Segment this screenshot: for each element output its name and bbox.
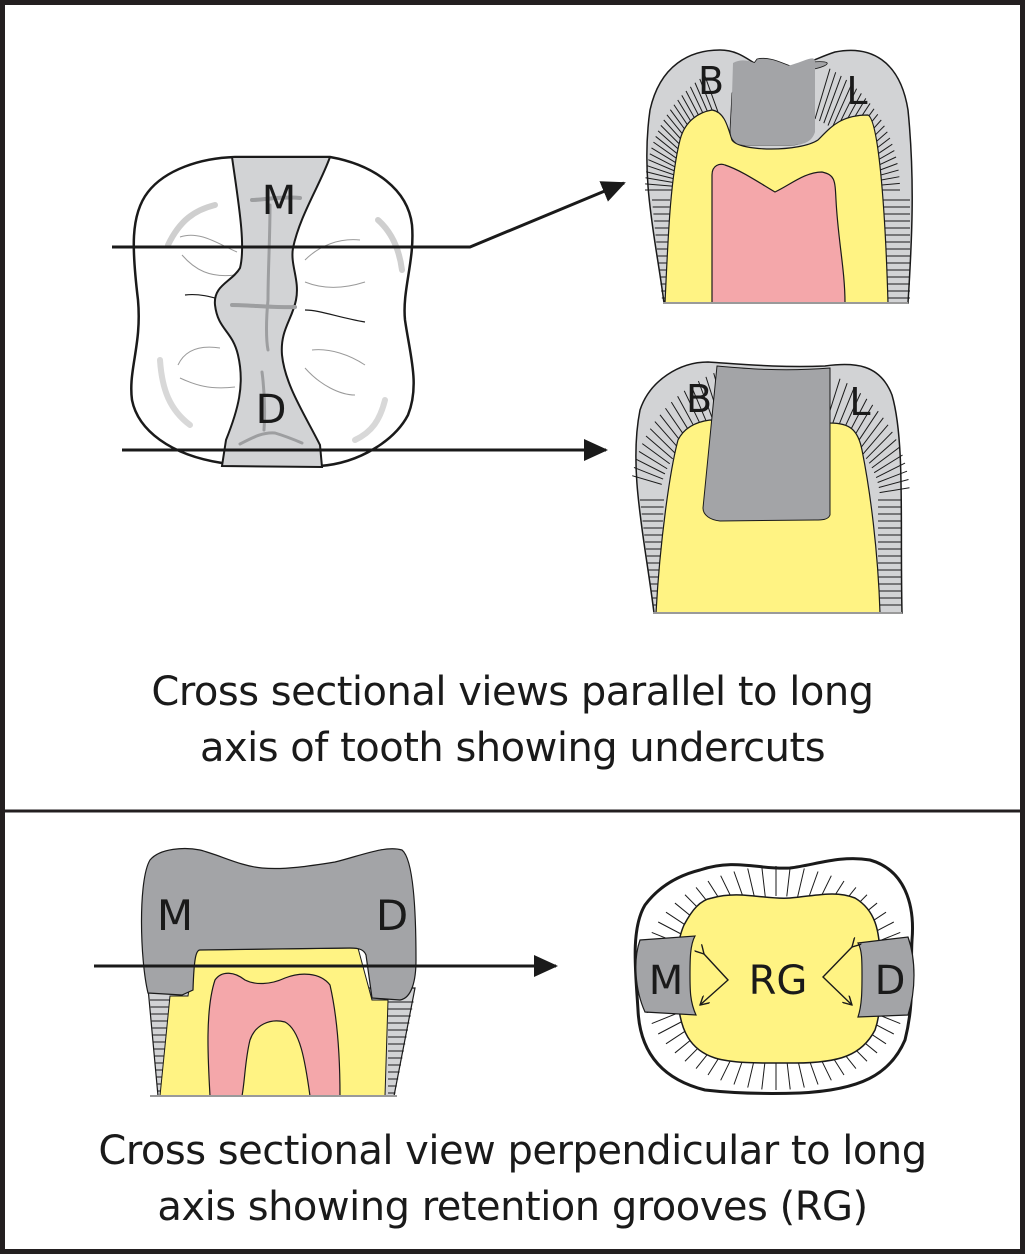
bottom-caption-line-2: axis showing retention grooves (RG)	[157, 1184, 868, 1230]
enamel-rod	[636, 458, 666, 475]
enamel-rod	[875, 462, 906, 478]
enamel-rod	[641, 443, 671, 465]
enamel-rod	[827, 79, 848, 126]
groove-arrow-distal	[822, 947, 852, 1005]
lower-label-buccal: B	[686, 377, 712, 421]
cross-section-upper: B L	[645, 49, 913, 304]
cross-section-lower: B L	[632, 361, 910, 614]
restoration-mesial-transverse	[635, 935, 697, 1016]
enamel-rod	[633, 467, 664, 480]
bottom-caption: Cross sectional view perpendicular to lo…	[0, 1123, 1025, 1235]
lower-label-lingual: L	[849, 380, 870, 424]
restoration-proximal	[140, 848, 417, 1001]
enamel-rod	[690, 385, 709, 427]
enamel-rod	[649, 153, 679, 170]
enamel-rod	[877, 470, 908, 483]
occlusal-restoration	[213, 156, 332, 469]
top-caption-line-2: axis of tooth showing undercuts	[199, 725, 826, 771]
enamel-rod	[645, 183, 676, 187]
enamel-rod	[761, 1059, 766, 1090]
proximal-view: M D	[94, 848, 558, 1097]
groove-arrow-mesial	[700, 954, 729, 1005]
transverse-label-distal: D	[875, 958, 906, 1004]
enamel-rod	[871, 446, 900, 469]
pulp-upper	[711, 163, 846, 304]
enamel-rod	[823, 75, 842, 124]
enamel-rod	[638, 450, 668, 470]
enamel-rod	[761, 866, 766, 897]
enamel-rod	[873, 454, 903, 474]
enamel-rod	[786, 866, 791, 897]
enamel-rod	[654, 421, 681, 450]
bottom-panel: M D M RG D	[94, 848, 915, 1097]
occlusal-label-distal: D	[256, 387, 287, 433]
transverse-label-mesial: M	[649, 958, 684, 1004]
enamel-rod	[645, 435, 674, 460]
proximal-label-distal: D	[376, 891, 408, 940]
top-panel: M D B L B L	[112, 49, 913, 614]
occlusal-view: M D	[130, 155, 415, 469]
top-caption: Cross sectional views parallel to long a…	[0, 664, 1025, 776]
pulp-proximal	[207, 972, 341, 1097]
enamel-rod	[862, 424, 889, 455]
enamel-rod	[879, 487, 910, 494]
enamel-rod	[878, 478, 909, 489]
transverse-label-grooves: RG	[749, 958, 808, 1004]
enamel-rod	[645, 177, 676, 184]
transverse-section: M RG D	[633, 857, 915, 1096]
enamel-rod	[786, 1059, 791, 1090]
enamel-rod	[858, 417, 884, 451]
enamel-rod	[747, 868, 756, 898]
upper-label-buccal: B	[698, 59, 724, 103]
proximal-label-mesial: M	[157, 891, 193, 940]
enamel-rod	[649, 428, 677, 455]
retention-groove-arrows	[700, 947, 852, 1005]
enamel-rod	[814, 68, 831, 120]
upper-label-lingual: L	[846, 69, 867, 113]
enamel-rod	[830, 383, 848, 430]
enamel-rod	[831, 83, 853, 129]
occlusal-label-mesial: M	[262, 178, 297, 224]
enamel-rod	[818, 72, 837, 122]
bottom-caption-line-1: Cross sectional view perpendicular to lo…	[98, 1128, 927, 1174]
enamel-rod	[648, 159, 678, 173]
section-arrow-upper	[112, 181, 626, 249]
enamel-rod	[646, 171, 677, 180]
enamel-rod	[865, 431, 893, 460]
enamel-rod	[868, 439, 897, 464]
top-caption-line-1: Cross sectional views parallel to long	[151, 669, 874, 715]
enamel-rod	[646, 165, 677, 177]
enamel-rod	[632, 475, 662, 485]
restoration-lower	[702, 365, 831, 522]
enamel-rod	[796, 868, 805, 898]
